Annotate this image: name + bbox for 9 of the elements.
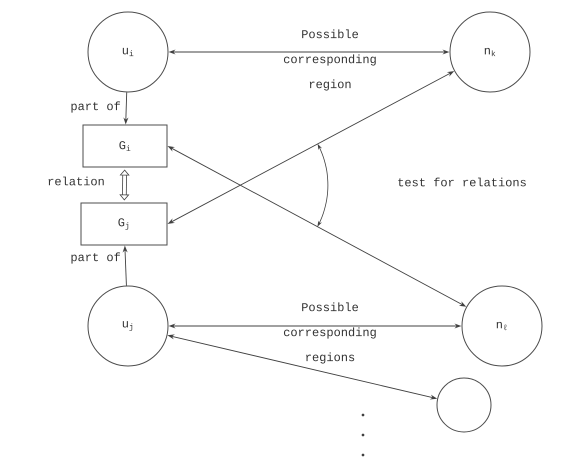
- region-box: G$_{j}$: [80, 202, 168, 246]
- edge-label: part of: [71, 252, 120, 264]
- edge-label: relation: [48, 176, 104, 186]
- edge-label: part of: [71, 101, 120, 113]
- annotation: test for relations: [398, 178, 526, 186]
- region-circle: [436, 378, 492, 432]
- edge-label: Possible corresponding regions: [284, 302, 376, 364]
- edge-label: Possible corresponding region: [284, 29, 376, 91]
- region-box: G$_{i}$: [82, 124, 168, 168]
